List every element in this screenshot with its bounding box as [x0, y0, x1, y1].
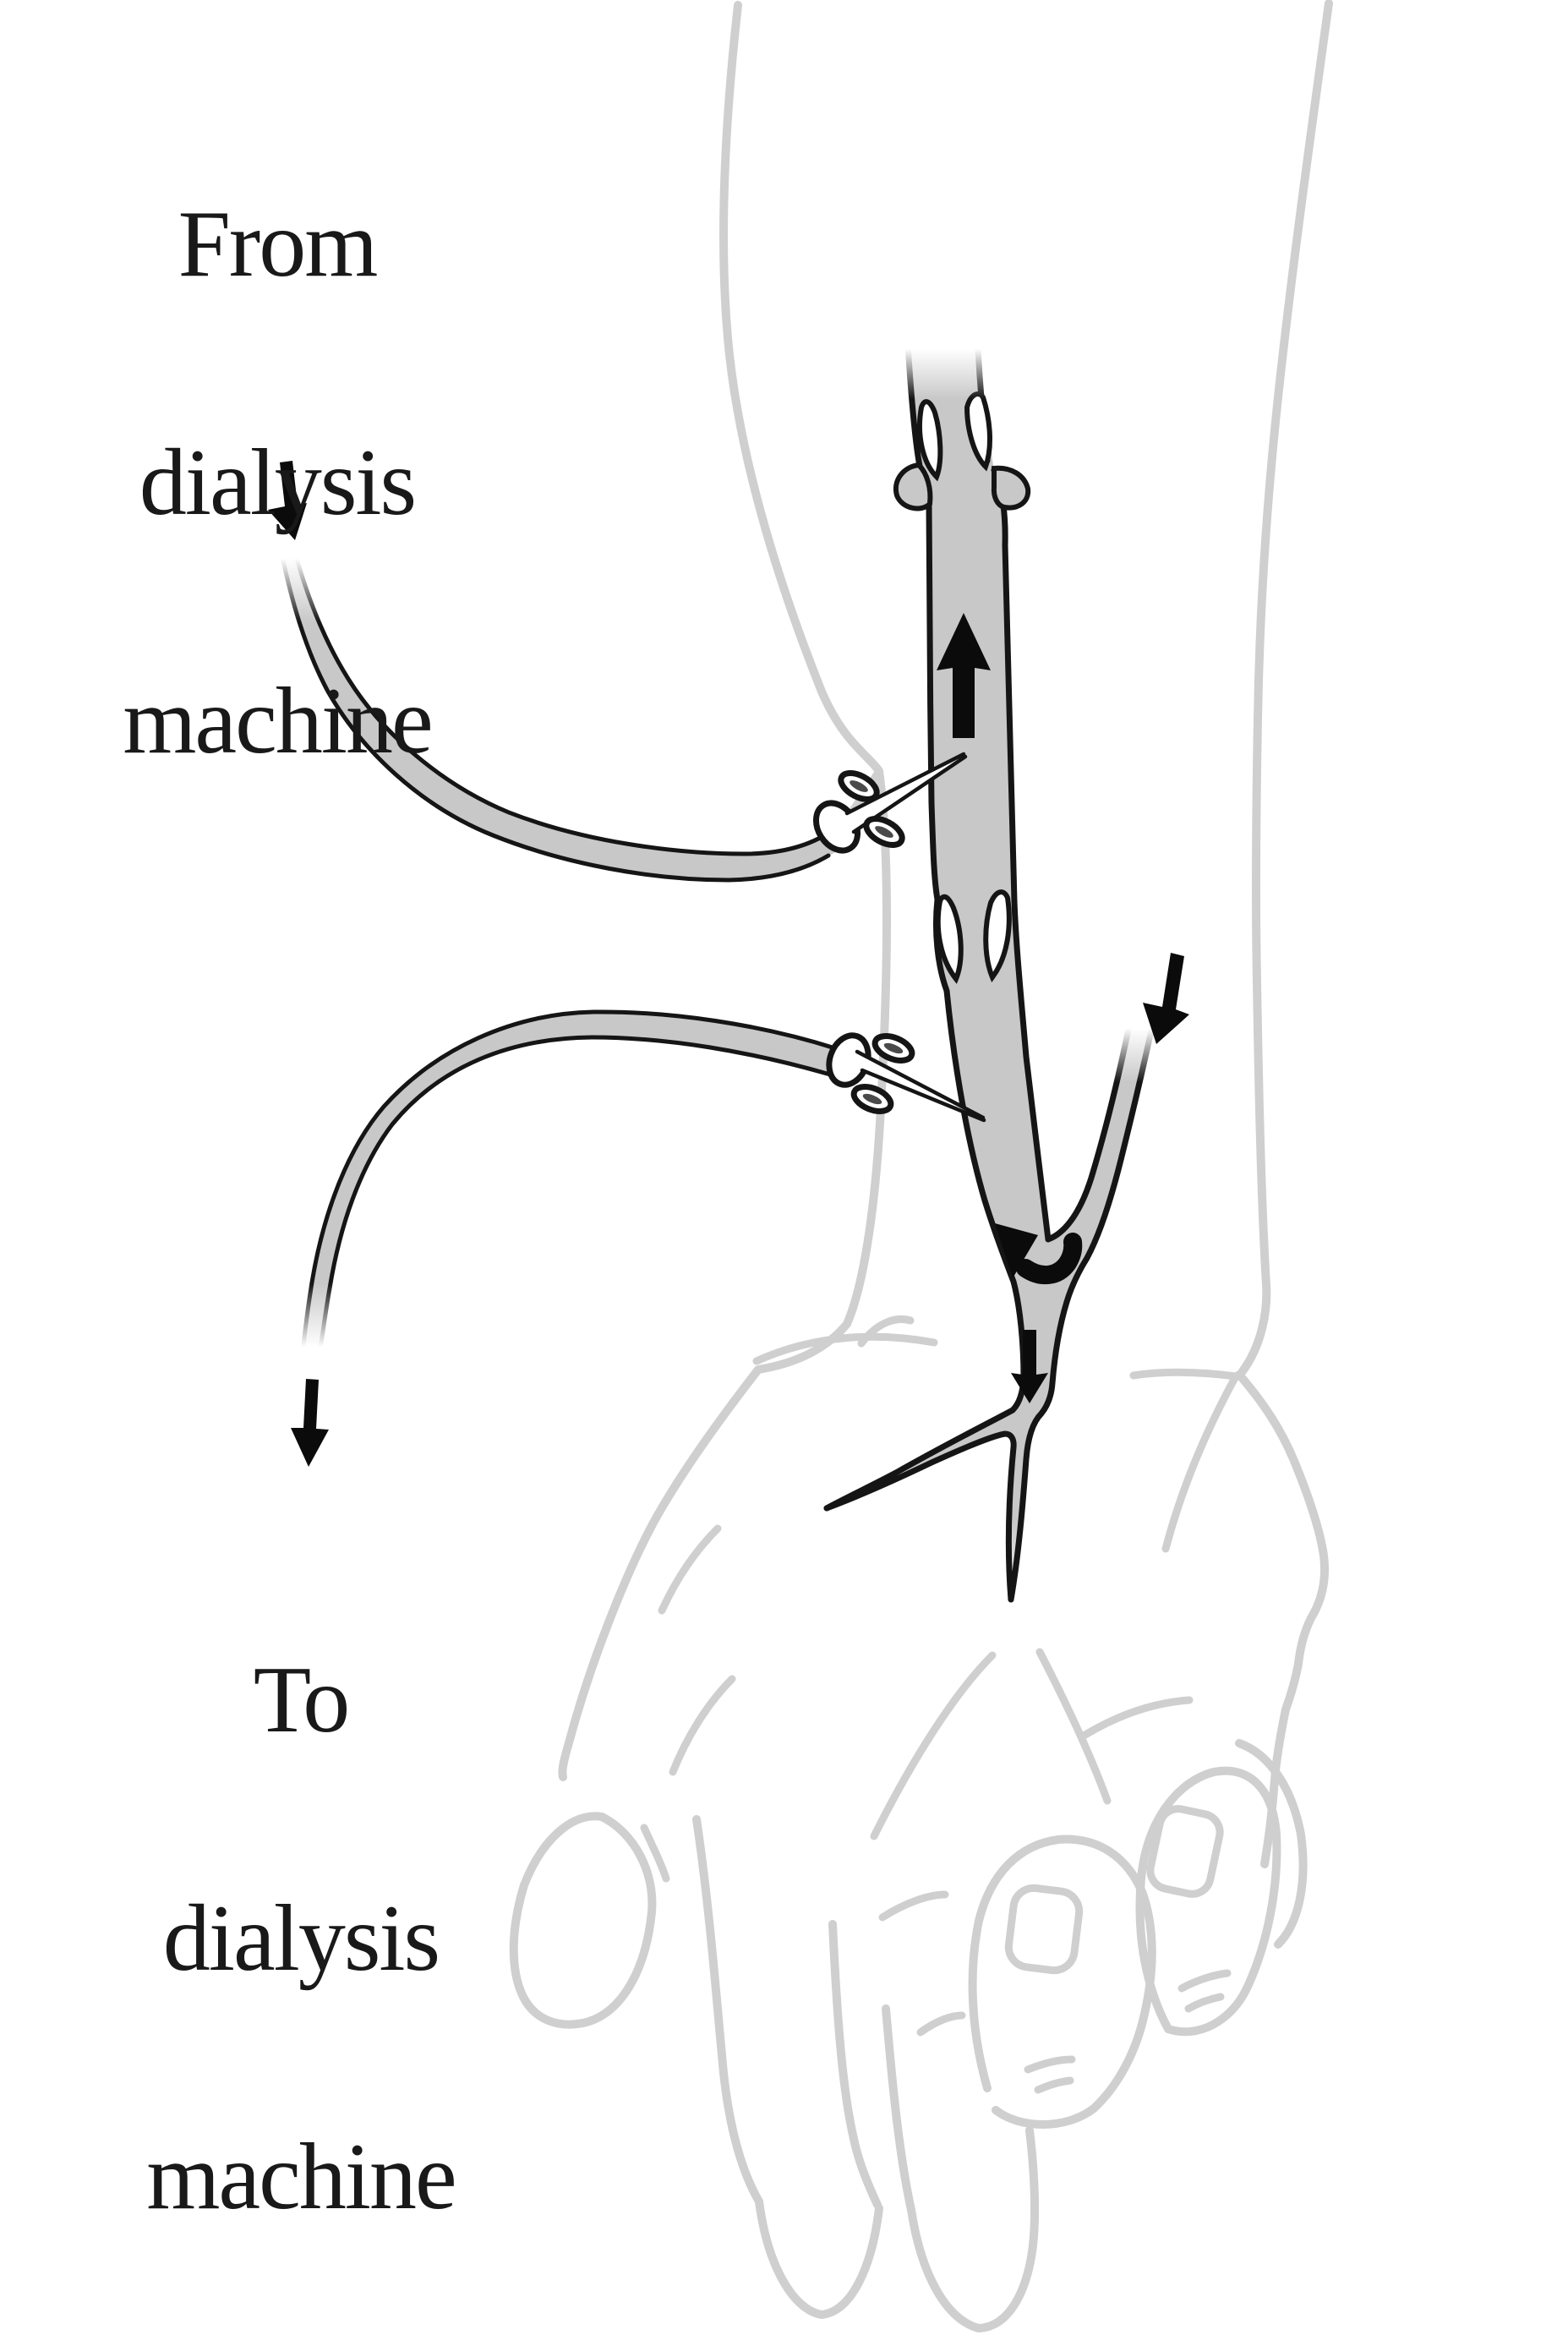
palm-right-edge [1235, 1370, 1329, 1868]
pinky-outer-curve [1235, 1739, 1308, 1949]
vein-top-fade [879, 287, 1035, 399]
needle2-shaft-top [855, 1049, 986, 1120]
label-to-line1: To [253, 1648, 351, 1753]
label-to-line3: machine [146, 2124, 456, 2229]
ring-fingertip-crease-1 [1024, 2055, 1076, 2074]
thenar-crease-1 [658, 1524, 722, 1615]
palm-crease-v-left [870, 1651, 997, 1840]
pinky-crease-2 [1184, 1993, 1225, 2013]
artery-right-edge [1008, 1020, 1156, 1603]
middle-finger-left [882, 2004, 915, 2214]
arrow-branch-inflow [1143, 953, 1189, 1044]
pinky-fingertip-outline [1135, 1766, 1281, 2037]
ring-fingernail [1004, 1884, 1084, 1975]
forearm-left-edge [558, 1, 892, 1781]
ring-fingertip-crease-2 [1034, 2076, 1074, 2094]
tube-to-end-fade [282, 1283, 357, 1376]
hypothenar-crease [1161, 1372, 1240, 1553]
middle-finger-right [1025, 2126, 1040, 2250]
pinky-fingernail [1146, 1805, 1224, 1898]
arrow-u-turn-tail [1016, 1233, 1083, 1285]
arrow-to-machine [291, 1379, 329, 1467]
valve2-leaflet-right [983, 889, 1012, 983]
pinky-crease-1 [1177, 1969, 1232, 1993]
finger-web-crease-2 [916, 2011, 966, 2037]
thenar-crease-2 [669, 1675, 736, 1776]
index-finger-right [828, 1920, 882, 2209]
label-to-dialysis-machine: To dialysis machine [90, 1522, 512, 2237]
needle1-wing-lower [863, 816, 905, 848]
vein-left-edge-lower [823, 501, 1027, 1512]
wrist-crease-long [752, 1332, 938, 1365]
needle1-shaft-top [844, 752, 966, 816]
needle2-shaft-bottom [860, 1068, 986, 1123]
finger-web-crease-1 [878, 1890, 949, 1922]
label-from-line3: machine [123, 669, 433, 774]
tube-from-lower-edge [279, 550, 831, 883]
arrow-up-vein [937, 613, 991, 738]
arrow-from-machine [268, 461, 307, 540]
label-to-line2: dialysis [162, 1886, 440, 1991]
thumb-web-line [640, 1824, 670, 1883]
label-from-line2: dialysis [139, 430, 417, 535]
tube-from-start-fade [264, 531, 341, 624]
index-finger-left [692, 1815, 763, 2206]
palm-crease-v-right [1035, 1648, 1112, 1805]
palm-crease-right [1081, 1696, 1194, 1739]
vein-right-edge [991, 467, 1052, 1243]
forearm-right-edge [1238, 0, 1333, 1375]
wrist-crease-right [1129, 1368, 1240, 1381]
needle2-wing-upper [871, 1033, 915, 1064]
thumb-outline [509, 1812, 657, 2029]
artery-left-edge [823, 1430, 1017, 1603]
arrow-anastomosis-down [1011, 1330, 1048, 1403]
needle-arterial [826, 1032, 986, 1123]
valve1-ear-left [893, 462, 933, 511]
tube-from-upper-edge [291, 544, 833, 856]
index-fingertip [755, 2197, 883, 2319]
label-from-line1: From [178, 192, 379, 297]
flow-arrows [268, 461, 1189, 1467]
valve1-leaflet-left [917, 399, 943, 482]
label-from-dialysis-machine: From dialysis machine [66, 66, 489, 781]
fistula-vessels [823, 314, 1158, 1606]
tube-to-upper-edge [299, 1009, 838, 1366]
valve1-ear-right [991, 465, 1031, 511]
needle-venous [812, 752, 968, 854]
arm-and-hand-outline [509, 0, 1333, 2332]
needle2-wing-lower [850, 1084, 894, 1114]
tube-to-fill [302, 1011, 835, 1366]
needle1-wing-upper [838, 770, 880, 802]
tube-to-lower-edge [315, 1035, 833, 1369]
valve2-leaflet-left [935, 894, 964, 984]
middle-fingertip [907, 2206, 1037, 2332]
arrow-u-turn-head [995, 1223, 1038, 1278]
